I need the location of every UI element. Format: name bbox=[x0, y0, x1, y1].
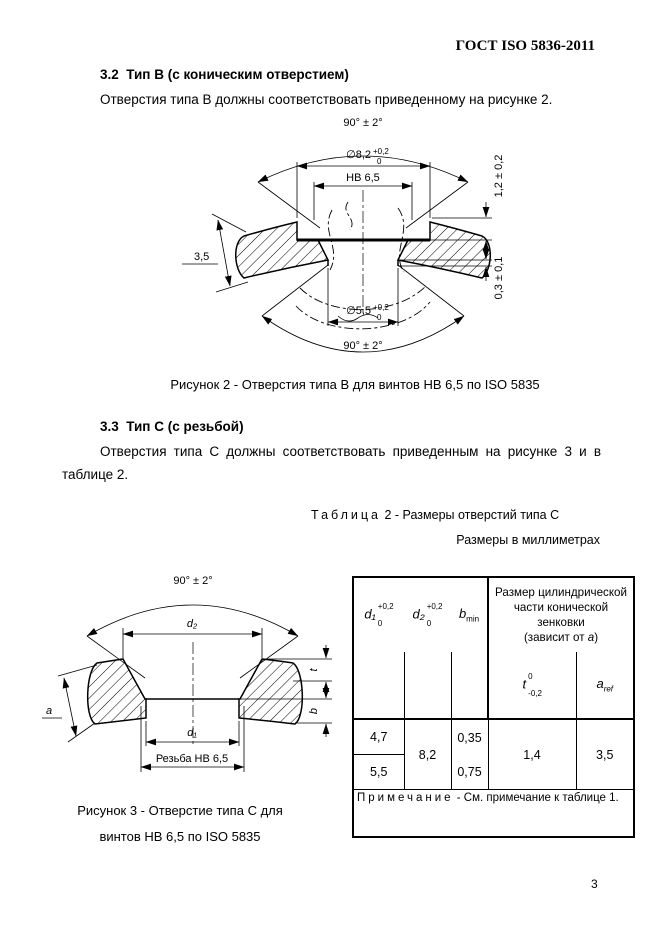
land-label: 0,3 ± 0,1 bbox=[493, 257, 505, 300]
header-spacer-d1 bbox=[353, 652, 405, 720]
note-rest: - См. примечание к таблице 1. bbox=[453, 792, 619, 804]
cone-angle-construction bbox=[257, 155, 469, 353]
section-3-2-heading: 3.2 Тип В (с коническим отверстием) bbox=[100, 67, 349, 82]
d1-symbol: d₁ bbox=[364, 606, 376, 622]
t-symbol: t bbox=[522, 676, 527, 692]
aref-subscript: ref bbox=[603, 684, 614, 694]
figure-3-caption-line2: винтов НВ 6,5 по ISO 5835 bbox=[99, 829, 261, 844]
thread-label: Резьба НВ 6,5 bbox=[156, 753, 228, 765]
figure-2-drawing: 90° ± 2° 90° ± 2° ∅8,2 +0,2 0 НВ 6,5 bbox=[182, 117, 505, 353]
d2-dimension bbox=[122, 628, 263, 658]
table-note: Примечание - См. примечание к таблице 1. bbox=[353, 789, 634, 837]
cell-t: 1,4 bbox=[488, 719, 577, 790]
table-2-title-word: Таблица bbox=[311, 508, 382, 522]
d1-tol-upper: +0,2 bbox=[377, 602, 394, 611]
a-label: a bbox=[46, 705, 52, 717]
col-header-aref: aref bbox=[576, 652, 634, 720]
group-sub-post: ) bbox=[594, 631, 599, 645]
a-dimension bbox=[42, 664, 98, 743]
cell-bmin-row2: 0,75 bbox=[457, 764, 482, 779]
b-subscript: min bbox=[466, 614, 480, 624]
b-label: b bbox=[308, 708, 320, 714]
cell-d1-row1: 4,7 bbox=[353, 719, 405, 755]
section-3-2-paragraph: Отверстия типа В должны соответствовать … bbox=[100, 92, 553, 107]
dia-top-tol-upper: +0,2 bbox=[373, 147, 389, 156]
section-3-3-paragraph-line2: таблице 2. bbox=[62, 467, 129, 482]
t-label: t bbox=[308, 668, 320, 672]
b-symbol: b bbox=[458, 606, 467, 622]
dia-bottom-dimension bbox=[327, 268, 399, 326]
table-2-units-note: Размеры в миллиметрах bbox=[456, 533, 600, 547]
dia-bottom-tol-lower: 0 bbox=[377, 313, 382, 322]
d1-tol-lower: 0 bbox=[377, 619, 383, 628]
figure-2-caption: Рисунок 2 - Отверстия типа В для винтов … bbox=[170, 377, 540, 392]
cell-bmin-row1: 0,35 bbox=[457, 730, 482, 745]
d1-label: d₁ bbox=[187, 727, 197, 739]
col-header-d1: d₁+0,2 0 bbox=[353, 577, 404, 652]
col-header-group: Размер цилиндрической части конической з… bbox=[488, 577, 634, 652]
plate-cross-section bbox=[86, 658, 304, 725]
screw-label: НВ 6,5 bbox=[346, 172, 380, 184]
note-word: Примечание bbox=[357, 792, 454, 804]
b-dimension bbox=[239, 685, 332, 737]
header-spacer-d2 bbox=[404, 652, 452, 720]
page-number: 3 bbox=[591, 877, 598, 891]
cone-angle-construction bbox=[86, 604, 299, 679]
section-3-3-heading: 3.3 Тип С (с резьбой) bbox=[100, 419, 244, 434]
dia-top-tol-lower: 0 bbox=[377, 157, 382, 166]
recess-depth-label: 1,2 ± 0,2 bbox=[493, 155, 505, 198]
cell-d1-row2: 5,5 bbox=[353, 754, 405, 790]
dia-bottom-tol-upper: +0,2 bbox=[373, 303, 389, 312]
figure-3-drawing: 90° ± 2° d₂ a t b bbox=[42, 575, 332, 772]
doc-header: ГОСТ ISO 5836-2011 bbox=[455, 38, 595, 54]
screw-dimension bbox=[313, 182, 413, 220]
figure-3-caption: Рисунок 3 - Отверстие типа С для винтов … bbox=[40, 798, 320, 850]
plate-cross-section bbox=[235, 221, 491, 279]
angle-top-label: 90° ± 2° bbox=[343, 117, 382, 129]
t-tol-lower: -0,2 bbox=[528, 689, 542, 698]
group-sub-var: a bbox=[587, 631, 595, 645]
table-2-title-rest: 2 - Размеры отверстий типа С bbox=[384, 508, 560, 522]
a-symbol: a bbox=[596, 676, 604, 692]
d1-dimension bbox=[145, 721, 240, 746]
thread-dimension bbox=[140, 706, 245, 772]
section-3-3-paragraph-line1: Отверстия типа С должны соответствовать … bbox=[100, 444, 601, 459]
group-sub-pre: (зависит от bbox=[523, 631, 588, 645]
figure-3-caption-line1: Рисунок 3 - Отверстие типа С для bbox=[77, 803, 283, 818]
col-header-d2: d₂+0,2 0 bbox=[404, 577, 451, 652]
dia-bottom-label: ∅5,5 bbox=[346, 305, 371, 317]
dia-top-label: ∅8,2 bbox=[346, 149, 371, 161]
cell-bmin: 0,35 0,75 bbox=[451, 719, 489, 790]
d2-tol-lower: 0 bbox=[426, 619, 432, 628]
angle-top-label: 90° ± 2° bbox=[173, 575, 212, 587]
group-text: Размер цилиндрической части конической з… bbox=[495, 585, 627, 629]
land-dimension bbox=[398, 246, 492, 281]
cell-d2: 8,2 bbox=[404, 719, 452, 790]
thickness-dimension bbox=[182, 213, 249, 293]
table-2-title: Таблица 2 - Размеры отверстий типа С bbox=[311, 508, 559, 522]
thickness-label: 3,5 bbox=[194, 251, 209, 263]
d2-label: d₂ bbox=[187, 618, 198, 630]
col-header-bmin: bmin bbox=[451, 577, 489, 652]
angle-bottom-label: 90° ± 2° bbox=[343, 340, 382, 352]
d2-symbol: d₂ bbox=[412, 606, 425, 622]
header-spacer-bmin bbox=[451, 652, 489, 720]
cell-aref: 3,5 bbox=[596, 747, 614, 762]
t-tol-upper: 0 bbox=[528, 672, 533, 681]
d2-tol-upper: +0,2 bbox=[426, 602, 443, 611]
dia-top-dimension bbox=[296, 162, 431, 218]
